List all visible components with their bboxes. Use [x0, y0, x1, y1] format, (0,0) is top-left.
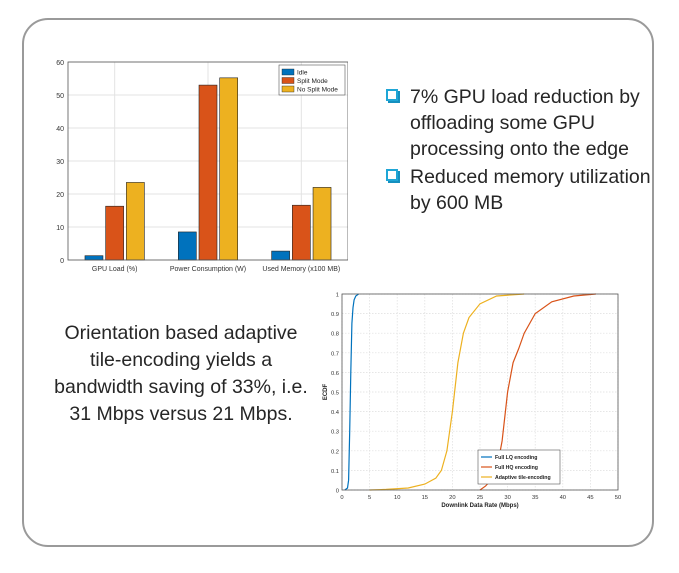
x-tick-label: 20: [449, 495, 455, 501]
y-tick-label: 50: [56, 93, 64, 100]
bullet-item: 7% GPU load reduction by offloading some…: [386, 84, 656, 162]
y-tick-label: 0.5: [331, 391, 339, 397]
y-tick-label: 0.2: [331, 449, 339, 455]
legend-label: Idle: [297, 70, 308, 77]
bullet-item: Reduced memory utilization by 600 MB: [386, 164, 656, 216]
legend-box: [477, 449, 561, 485]
x-tick-label: 45: [587, 495, 593, 501]
legend-label: Full HQ encoding: [495, 465, 538, 471]
y-tick-label: 0.9: [331, 312, 339, 318]
x-tick-label: 40: [560, 495, 566, 501]
bullet-text: 7% GPU load reduction by offloading some…: [410, 86, 640, 160]
y-tick-label: 0: [60, 258, 64, 265]
bar: [105, 205, 124, 261]
plot-frame: [67, 61, 348, 261]
plot-frame: [341, 293, 619, 491]
y-tick-label: 30: [56, 159, 64, 166]
x-tick-label: 15: [422, 495, 428, 501]
legend-label: Adaptive tile-encoding: [495, 475, 551, 481]
y-tick-label: 0.6: [331, 371, 339, 377]
x-tick-label: 25: [477, 495, 483, 501]
bullet-text: Reduced memory utilization by 600 MB: [410, 166, 651, 214]
x-axis-label: Downlink Data Rate (Mbps): [441, 503, 518, 509]
x-tick-label: 30: [504, 495, 510, 501]
y-axis-label: ECDF: [323, 384, 329, 401]
y-tick-label: 0.1: [331, 469, 339, 475]
checkbox-bullet-icon: [386, 89, 398, 101]
y-tick-label: 1: [336, 293, 339, 299]
y-tick-label: 0.3: [331, 430, 339, 436]
legend-label: No Split Mode: [297, 87, 338, 94]
y-tick-label: 40: [56, 126, 64, 133]
bar: [312, 187, 332, 261]
checkbox-bullet-icon: [386, 169, 398, 181]
bar: [292, 204, 311, 261]
x-tick-label: GPU Load (%): [92, 266, 138, 273]
legend-swatch: [281, 68, 295, 76]
y-tick-label: 0: [336, 489, 339, 495]
x-tick-label: 35: [532, 495, 538, 501]
legend-swatch: [281, 77, 295, 84]
bar: [126, 182, 145, 261]
bar: [219, 77, 238, 261]
bar: [198, 84, 218, 261]
bandwidth-claim: Orientation based adaptive tile-encoding…: [54, 322, 308, 425]
y-tick-label: 10: [56, 225, 64, 232]
y-tick-label: 0.8: [331, 332, 339, 338]
bar: [84, 255, 104, 261]
y-tick-label: 0.4: [331, 410, 340, 416]
bar: [178, 231, 197, 261]
legend-label: Split Mode: [297, 78, 328, 85]
legend-label: Full LQ encoding: [495, 455, 537, 461]
bar: [271, 250, 290, 261]
series-line: [369, 293, 525, 491]
legend-swatch: [281, 85, 295, 93]
y-tick-label: 20: [56, 192, 64, 199]
y-tick-label: 60: [56, 60, 64, 67]
y-tick-label: 0.7: [331, 351, 339, 357]
x-tick-label: 5: [368, 495, 371, 501]
x-tick-label: 10: [394, 495, 400, 501]
x-tick-label: 50: [615, 495, 621, 501]
bullet-list: 7% GPU load reduction by offloading some…: [386, 84, 656, 218]
x-tick-label: Used Memory (x100 MB): [262, 266, 340, 273]
series-line: [344, 293, 359, 491]
x-tick-label: Power Consumption (W): [170, 266, 246, 273]
x-tick-label: 0: [340, 495, 343, 501]
